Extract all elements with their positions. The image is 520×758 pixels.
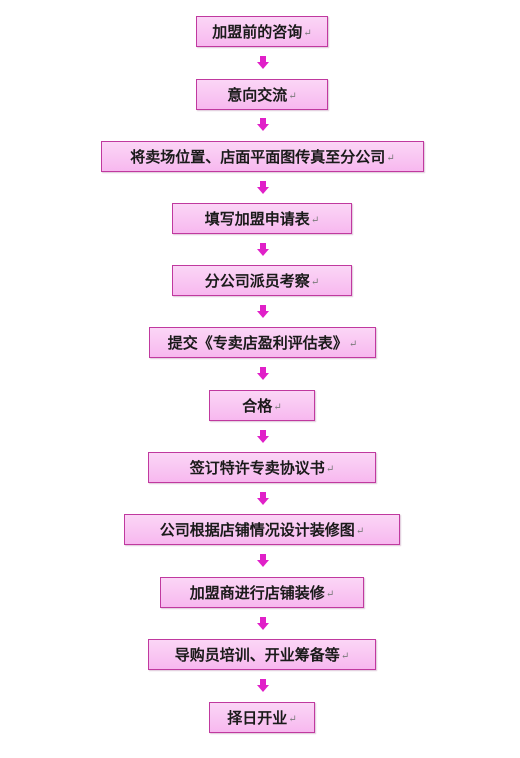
paragraph-mark-icon: ↵: [288, 91, 297, 102]
step-consult: 加盟前的咨询↵: [196, 16, 328, 47]
step-label: 分公司派员考察: [204, 272, 310, 290]
paragraph-mark-icon: ↵: [355, 526, 365, 537]
paragraph-mark-icon: ↵: [386, 153, 395, 164]
step-exchange: 意向交流↵: [196, 79, 328, 110]
step-label: 填写加盟申请表: [204, 210, 310, 228]
arrow-down-icon: [257, 617, 269, 630]
step-label: 导购员培训、开业筹备等: [174, 646, 340, 664]
paragraph-mark-icon: ↵: [273, 402, 282, 413]
step-sign-contract: 签订特许专卖协议书↵: [148, 452, 376, 483]
arrow-down-icon: [257, 243, 269, 256]
paragraph-mark-icon: ↵: [348, 339, 358, 350]
step-label: 将卖场位置、店面平面图传真至分公司: [130, 148, 386, 166]
arrow-down-icon: [257, 367, 269, 380]
step-label: 加盟前的咨询: [212, 23, 303, 41]
arrow-down-icon: [257, 554, 269, 567]
step-label: 公司根据店铺情况设计装修图: [159, 521, 355, 539]
paragraph-mark-icon: ↵: [310, 277, 320, 288]
paragraph-mark-icon: ↵: [325, 464, 335, 475]
arrow-down-icon: [257, 492, 269, 505]
step-inspection: 分公司派员考察↵: [172, 265, 352, 296]
step-qualified: 合格↵: [209, 390, 315, 421]
step-opening: 择日开业↵: [209, 702, 315, 733]
step-submit-evaluation: 提交《专卖店盈利评估表》↵: [149, 327, 376, 358]
step-training: 导购员培训、开业筹备等↵: [148, 639, 376, 670]
paragraph-mark-icon: ↵: [310, 215, 320, 226]
step-decoration: 加盟商进行店铺装修↵: [160, 577, 364, 608]
paragraph-mark-icon: ↵: [325, 589, 335, 600]
step-label: 合格: [242, 397, 273, 415]
arrow-down-icon: [257, 118, 269, 131]
arrow-down-icon: [257, 181, 269, 194]
step-label: 签订特许专卖协议书: [189, 459, 325, 477]
paragraph-mark-icon: ↵: [303, 28, 312, 39]
arrow-down-icon: [257, 430, 269, 443]
step-label: 加盟商进行店铺装修: [189, 584, 325, 602]
arrow-down-icon: [257, 56, 269, 69]
step-label: 提交《专卖店盈利评估表》: [167, 334, 348, 352]
arrow-down-icon: [257, 305, 269, 318]
step-application: 填写加盟申请表↵: [172, 203, 352, 234]
step-design: 公司根据店铺情况设计装修图↵: [124, 514, 400, 545]
step-send-location: 将卖场位置、店面平面图传真至分公司↵: [101, 141, 424, 172]
paragraph-mark-icon: ↵: [340, 651, 350, 662]
step-label: 意向交流: [227, 86, 288, 104]
arrow-down-icon: [257, 679, 269, 692]
paragraph-mark-icon: ↵: [288, 714, 297, 725]
step-label: 择日开业: [227, 709, 288, 727]
